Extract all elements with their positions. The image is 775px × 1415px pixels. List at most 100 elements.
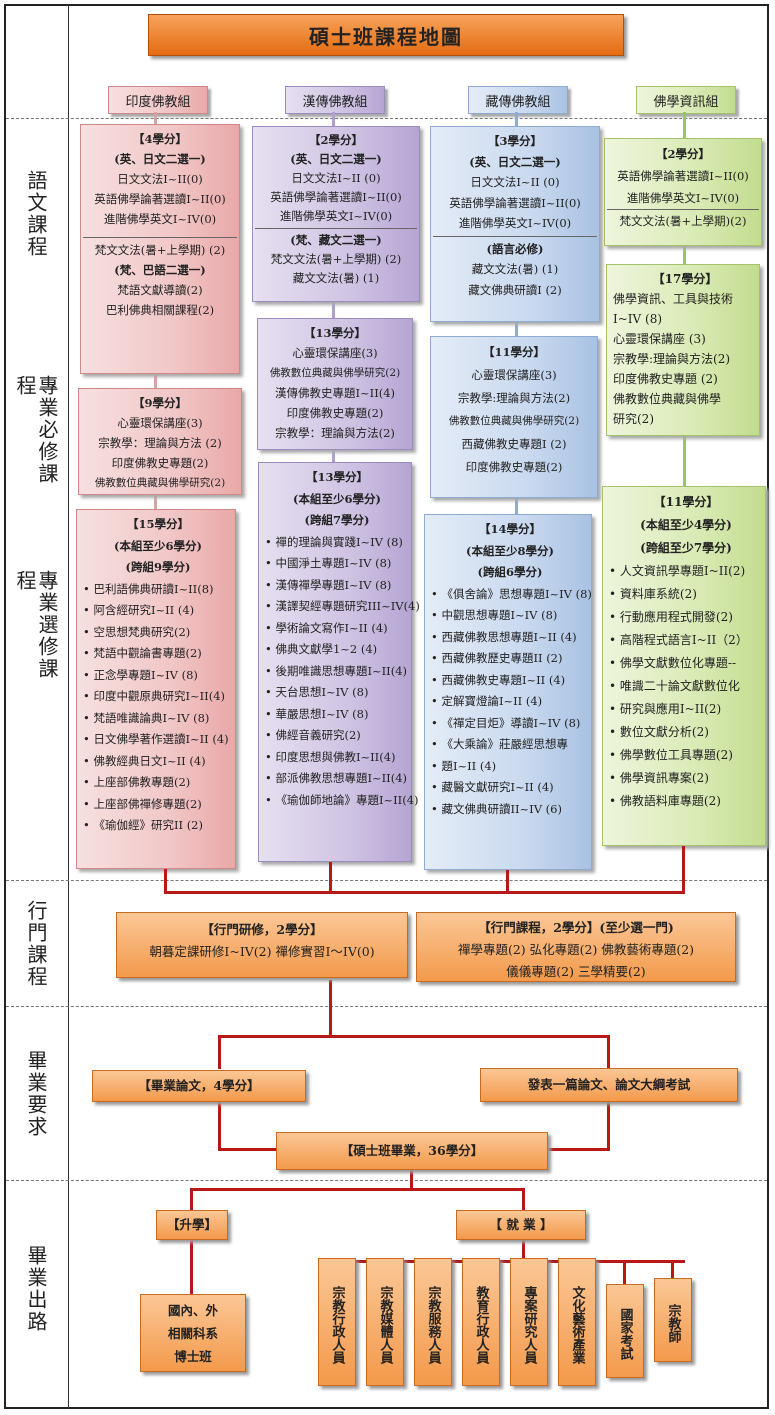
course-item: • 佛典文獻學1~2 (4) (261, 639, 409, 661)
bullet-icon: • (265, 706, 276, 721)
tibetan-language-box: 【3學分】 (英、日文二選一) 日文文法I~II (0) 英語佛學論著選讀I~I… (430, 126, 600, 322)
course-label: 數位文獻分析(2) (619, 725, 709, 739)
bullet-icon: • (609, 748, 620, 762)
course-label: 天台思想I~IV (8) (275, 685, 369, 699)
further-study-detail: 國內、外 相關科系 博士班 (140, 1294, 246, 1372)
bullet-icon: • (83, 689, 94, 703)
course-item: • 唯識二十論文獻數位化 (605, 675, 763, 698)
group-head-tibetan: 藏傳佛教組 (468, 86, 568, 114)
connector (683, 112, 686, 138)
section-required: 專業必修課程 (13, 375, 59, 485)
course-label: 人文資訊學專題I~II(2) (619, 564, 746, 578)
course-item: • 研究與應用I~II(2) (605, 698, 763, 721)
bullet-icon: • (609, 771, 620, 785)
course-label: 佛學文獻數位化專題-- (619, 656, 737, 670)
indian-language-box: 【4學分】 (英、日文二選一) 日文文法I~II(0) 英語佛學論著選讀I~II… (80, 124, 240, 374)
course-item: • 《瑜伽經》研究II (2) (79, 815, 233, 837)
bullet-icon: • (265, 663, 276, 678)
course-label: 西藏佛教史專題I~II (4) (441, 672, 566, 687)
course-label: 中國淨土專題I~IV (8) (275, 556, 392, 570)
course-label: 研究與應用I~II(2) (619, 702, 722, 716)
bullet-icon: • (431, 629, 442, 644)
career-job-label: 文化藝術產業 (569, 1286, 585, 1364)
divider (6, 1006, 767, 1007)
bullet-icon: • (265, 685, 276, 699)
bullet-icon: • (265, 534, 276, 549)
course-label: 上座部佛禪修專題(2) (93, 796, 202, 811)
bullet-icon: • (431, 694, 442, 708)
course-item: • 西藏佛教史專題I~II (4) (427, 670, 589, 692)
page-title: 碩士班課程地圖 (148, 14, 624, 56)
course-label: 《大乘論》莊嚴經思想專 (441, 737, 568, 751)
course-label: 佛教語料庫專題(2) (619, 794, 721, 808)
career-job-label: 教育行政人員 (473, 1286, 489, 1364)
bullet-icon: • (83, 603, 94, 617)
section-language: 語文課程 (24, 170, 48, 258)
chinese-language-box: 【2學分】 (英、日文二選一) 日文文法I~II (0) 英語佛學論著選讀I~I… (252, 126, 420, 302)
career-job-label: 宗教服務人員 (425, 1286, 441, 1364)
course-item: • 印度思想與佛教I~II(4) (261, 747, 409, 769)
connector (683, 246, 686, 264)
course-item: • 天台思想I~IV (8) (261, 682, 409, 704)
course-label: 後期唯識思想專題I~II(4) (275, 663, 408, 678)
indian-required-box: 【9學分】 心靈環保講座(3) 宗教學：理論與方法 (2) 印度佛教史專題(2)… (78, 388, 242, 495)
bullet-icon: • (83, 646, 94, 660)
connector (682, 846, 685, 893)
course-item: • 佛學數位工具專題(2) (605, 744, 763, 767)
career-job-box: 宗教媒體人員 (366, 1258, 404, 1386)
connector (548, 1148, 610, 1151)
connector (329, 980, 332, 1038)
course-item: • 佛教語料庫專題(2) (605, 790, 763, 813)
course-item: • 印度中觀原典研究I~II(4) (79, 686, 233, 708)
bullet-icon: • (609, 679, 620, 693)
course-label: 唯識二十論文獻數位化 (619, 679, 740, 693)
course-label: 漢傳禪學專題I~IV (8) (275, 577, 392, 592)
career-job-box: 宗教行政人員 (318, 1258, 356, 1386)
connector (164, 869, 167, 893)
career-job-label: 宗教行政人員 (329, 1286, 345, 1364)
course-item: • 學術論文寫作I~II (4) (261, 618, 409, 640)
course-label: 梵語中觀論書專題(2) (93, 646, 202, 660)
course-item: • 藏醫文獻研究I~II (4) (427, 777, 589, 799)
section-elective: 專業選修課程 (13, 570, 59, 680)
course-item: • 西藏佛教思想專題I~II (4) (427, 627, 589, 649)
course-item: • 後期唯識思想專題I~II(4) (261, 661, 409, 683)
bullet-icon: • (431, 586, 442, 601)
course-item: • 《禪定目炬》導讀I~IV (8) (427, 713, 589, 735)
section-career: 畢業出路 (24, 1245, 48, 1333)
bullet-icon: • (265, 792, 276, 807)
course-item: • 行動應用程式開發(2) (605, 606, 763, 629)
course-item: • 佛學資訊專案(2) (605, 767, 763, 790)
course-label: 《瑜伽經》研究II (2) (93, 818, 203, 832)
connector (154, 495, 157, 509)
bullet-icon: • (609, 610, 620, 624)
further-study-box: 【升學】 (156, 1210, 228, 1240)
course-label: 佛教經典日文I~II (4) (93, 753, 206, 768)
connector (522, 1240, 525, 1262)
connector (607, 1101, 610, 1151)
connector (218, 1035, 221, 1069)
course-label: 藏醫文獻研究I~II (4) (441, 780, 554, 794)
course-item: • 巴利語佛典研讀I~II(8) (79, 579, 233, 601)
course-item: • 佛經音義研究(2) (261, 725, 409, 747)
course-label: 禪的理論與實踐I~IV (8) (275, 534, 403, 549)
course-label: 《禪定目炬》導讀I~IV (8) (441, 715, 581, 730)
course-label: 佛學數位工具專題(2) (619, 748, 733, 762)
course-item: • 高階程式語言I~II（2） (605, 629, 763, 652)
bullet-icon: • (431, 651, 442, 665)
course-item: • 中觀思想專題I~IV (8) (427, 605, 589, 627)
course-label: 巴利語佛典研讀I~II(8) (93, 581, 214, 596)
course-label: 梵語唯識論典I~IV (8) (93, 710, 210, 725)
connector (332, 112, 335, 126)
course-item: • 阿含經研究I~II (4) (79, 600, 233, 622)
course-item: • 資料庫系統(2) (605, 583, 763, 606)
connector (218, 1148, 278, 1151)
bullet-icon: • (609, 725, 620, 739)
chinese-required-box: 【13學分】 心靈環保講座(3) 佛教數位典藏與佛學研究(2) 漢傳佛教史專題I… (257, 318, 413, 450)
course-label: 上座部佛教專題(2) (93, 775, 191, 789)
info-elective-box: 【11學分】 (本組至少4學分) (跨組至少7學分) • 人文資訊學專題I~II… (602, 486, 766, 846)
chinese-elective-box: 【13學分】 (本組至少6學分) (跨組7學分) • 禪的理論與實踐I~IV (… (258, 462, 420, 862)
divider (6, 1180, 767, 1181)
tibetan-required-box: 【11學分】 心靈環保講座(3) 宗教學:理論與方法(2) 佛教數位典藏與佛學研… (430, 336, 598, 498)
career-job-box: 專案研究人員 (510, 1258, 548, 1386)
